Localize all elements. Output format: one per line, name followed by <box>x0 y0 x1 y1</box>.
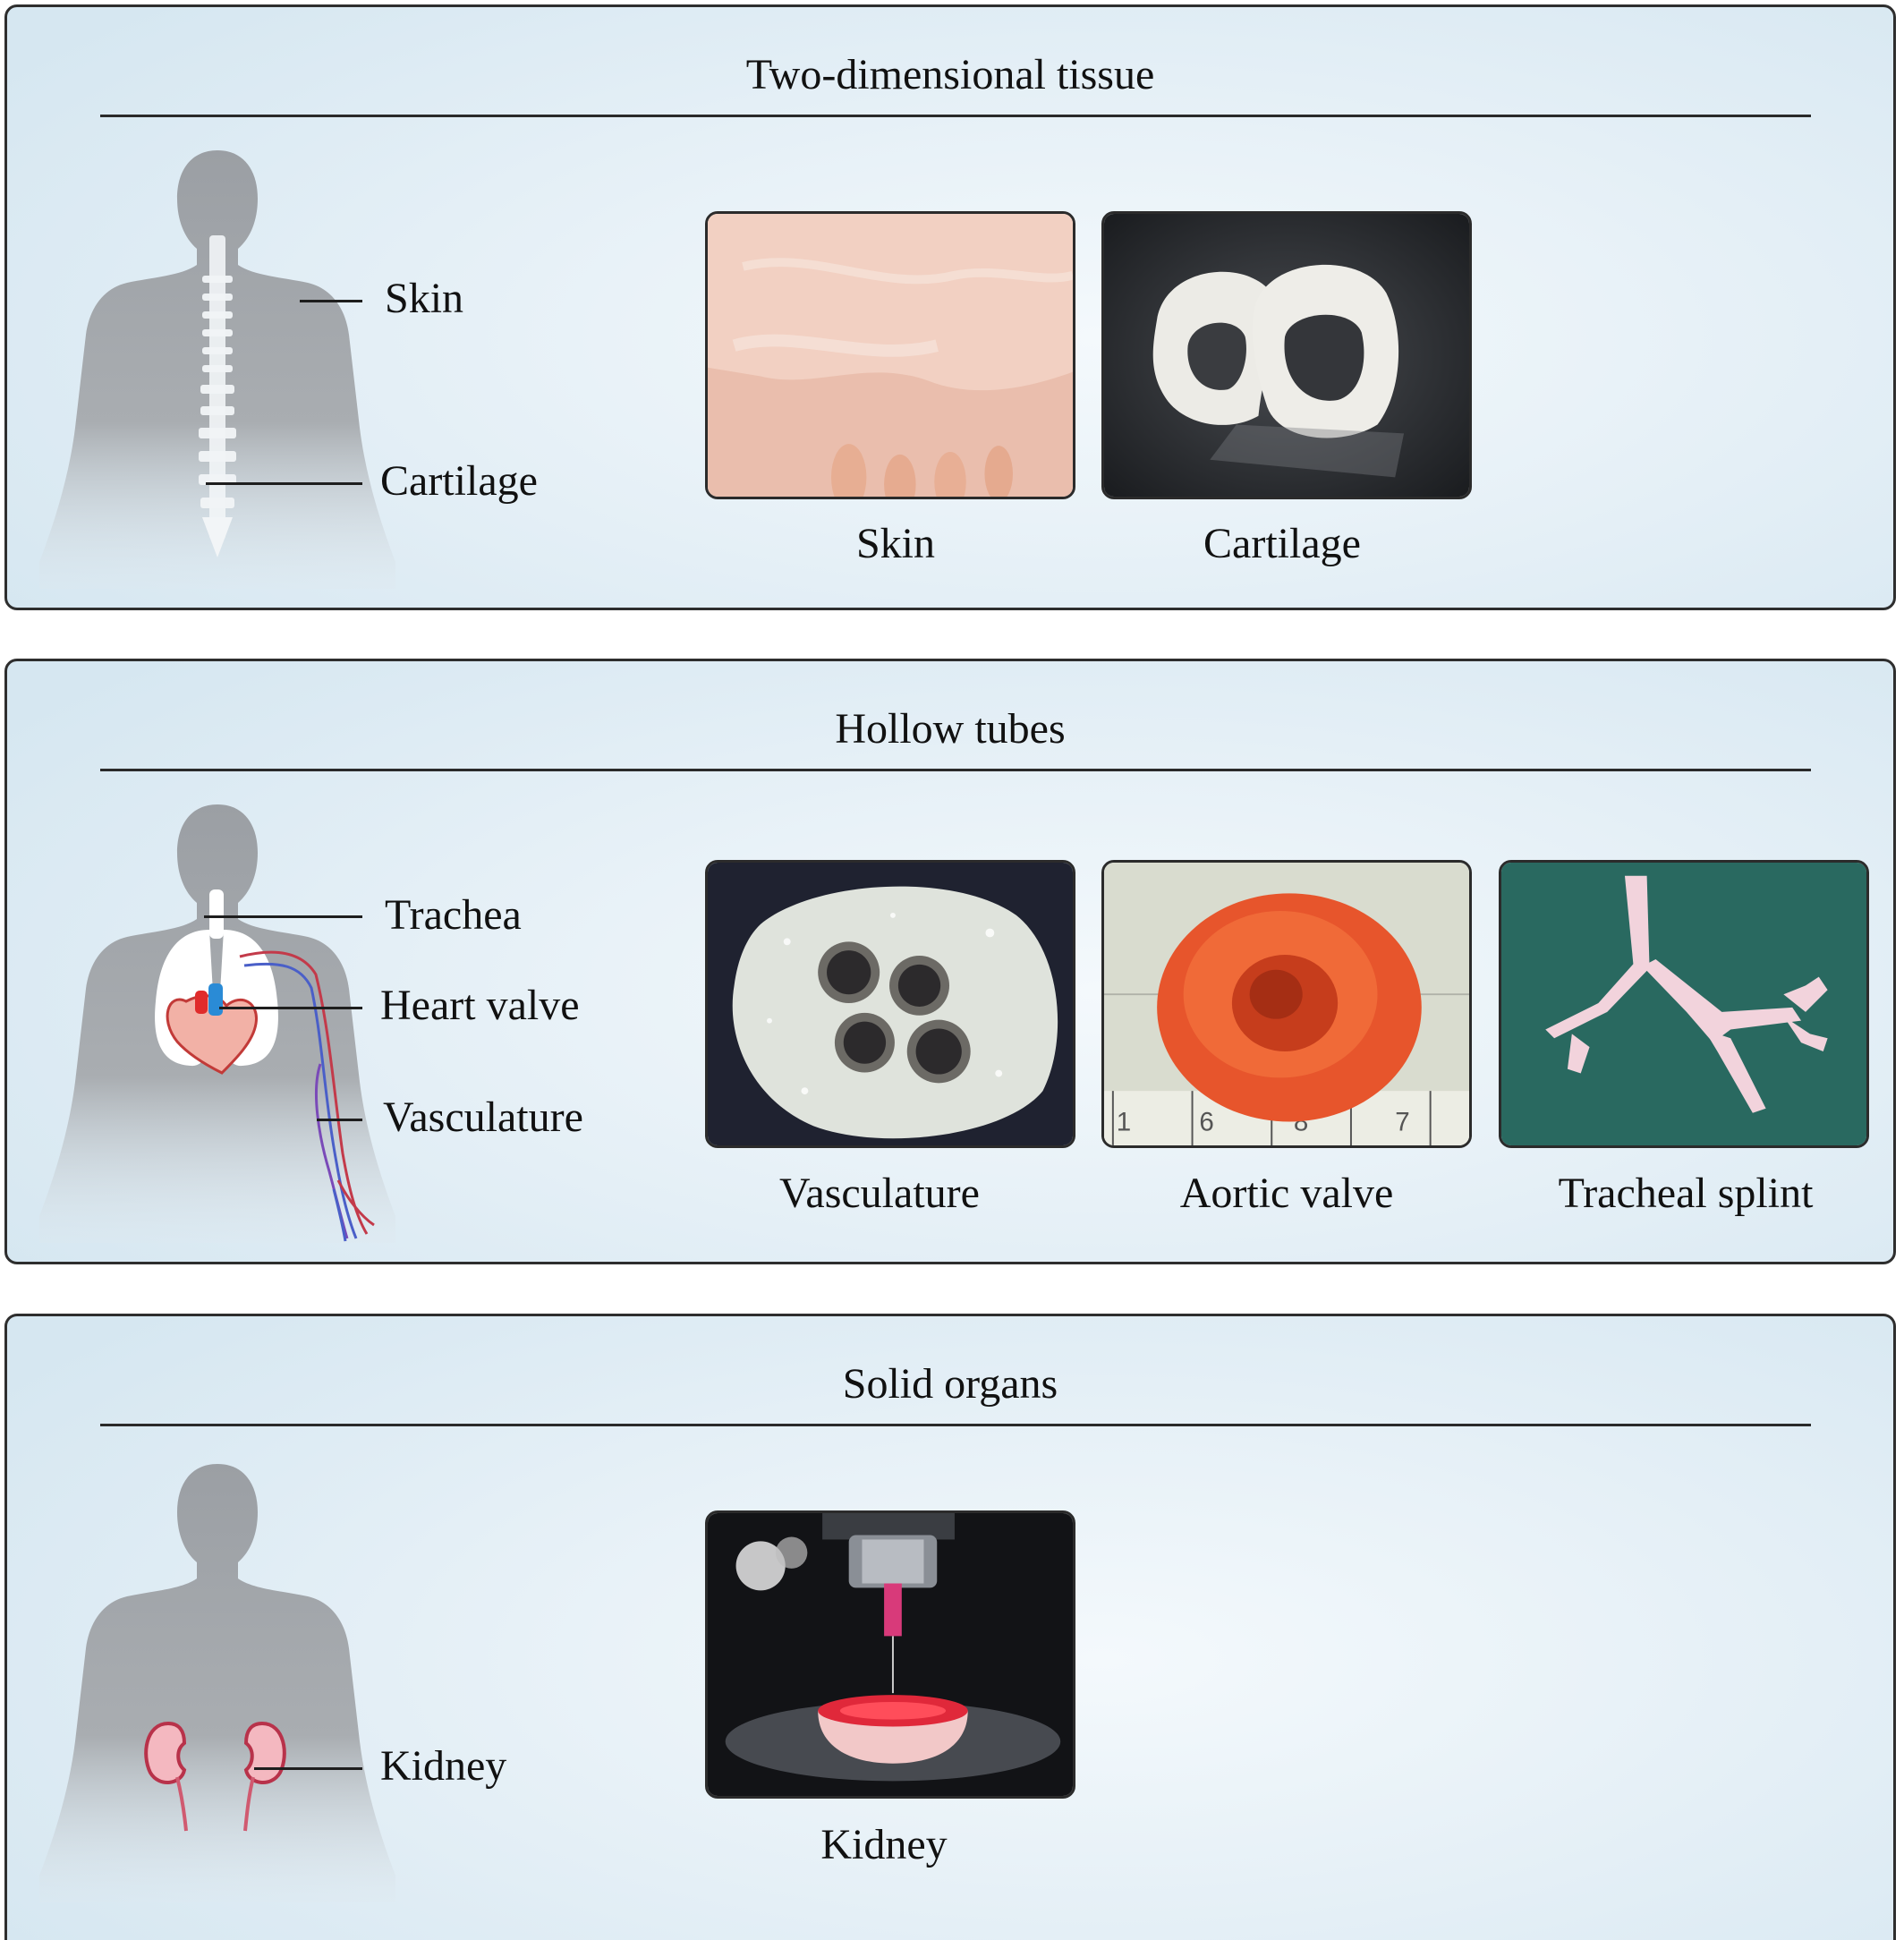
body-label-trachea: Trachea <box>385 891 522 939</box>
photo-kidney <box>705 1510 1075 1799</box>
caption-tracheal-splint: Tracheal splint <box>1558 1170 1814 1217</box>
human-silhouette-skin-cartilage <box>34 141 401 589</box>
trachea-leader-line <box>204 915 362 918</box>
heart-icon <box>166 983 258 1075</box>
body-label-skin: Skin <box>385 275 464 322</box>
title-divider <box>100 769 1811 771</box>
panel-title: Hollow tubes <box>835 705 1066 753</box>
vasculature-arm-icon <box>239 950 375 1242</box>
ruler-digit-1: 1 <box>1117 1107 1131 1136</box>
title-divider <box>100 1424 1811 1426</box>
ruler-digit-6: 6 <box>1199 1107 1213 1136</box>
caption-kidney: Kidney <box>820 1821 948 1868</box>
photo-cartilage <box>1101 211 1472 499</box>
body-label-kidney: Kidney <box>380 1742 507 1790</box>
kidney-leader-line <box>254 1767 362 1770</box>
panel-two-dimensional-tissue: Two-dimensional tissue Skin Cartilage <box>4 4 1896 610</box>
vasculature-leader-line <box>317 1119 362 1121</box>
caption-skin: Skin <box>855 520 936 567</box>
photo-aortic-valve: 1 6 8 7 <box>1101 860 1472 1148</box>
body-label-cartilage: Cartilage <box>380 457 538 505</box>
caption-cartilage: Cartilage <box>1203 520 1361 567</box>
panel-title: Solid organs <box>842 1360 1058 1408</box>
ruler-digit-7: 7 <box>1395 1107 1409 1136</box>
heart-valve-leader-line <box>219 1007 362 1009</box>
caption-vasculature: Vasculature <box>779 1170 980 1217</box>
skin-leader-line <box>300 300 362 302</box>
human-silhouette-kidney <box>34 1455 401 1902</box>
photo-tracheal-splint <box>1499 860 1869 1148</box>
human-silhouette-trachea-heart-vasculature <box>34 796 401 1243</box>
photo-skin <box>705 211 1075 499</box>
body-label-vasculature: Vasculature <box>383 1093 583 1141</box>
body-label-heart-valve: Heart valve <box>380 982 580 1029</box>
cartilage-leader-line <box>206 482 362 485</box>
caption-aortic-valve: Aortic valve <box>1179 1170 1394 1217</box>
panel-solid-organs: Solid organs Kidney Kidney <box>4 1314 1896 1940</box>
panel-title: Two-dimensional tissue <box>745 51 1155 98</box>
photo-vasculature <box>705 860 1075 1148</box>
panel-hollow-tubes: Hollow tubes Trachea Heart valve Vascula… <box>4 659 1896 1264</box>
title-divider <box>100 115 1811 117</box>
spine-icon <box>199 235 236 557</box>
